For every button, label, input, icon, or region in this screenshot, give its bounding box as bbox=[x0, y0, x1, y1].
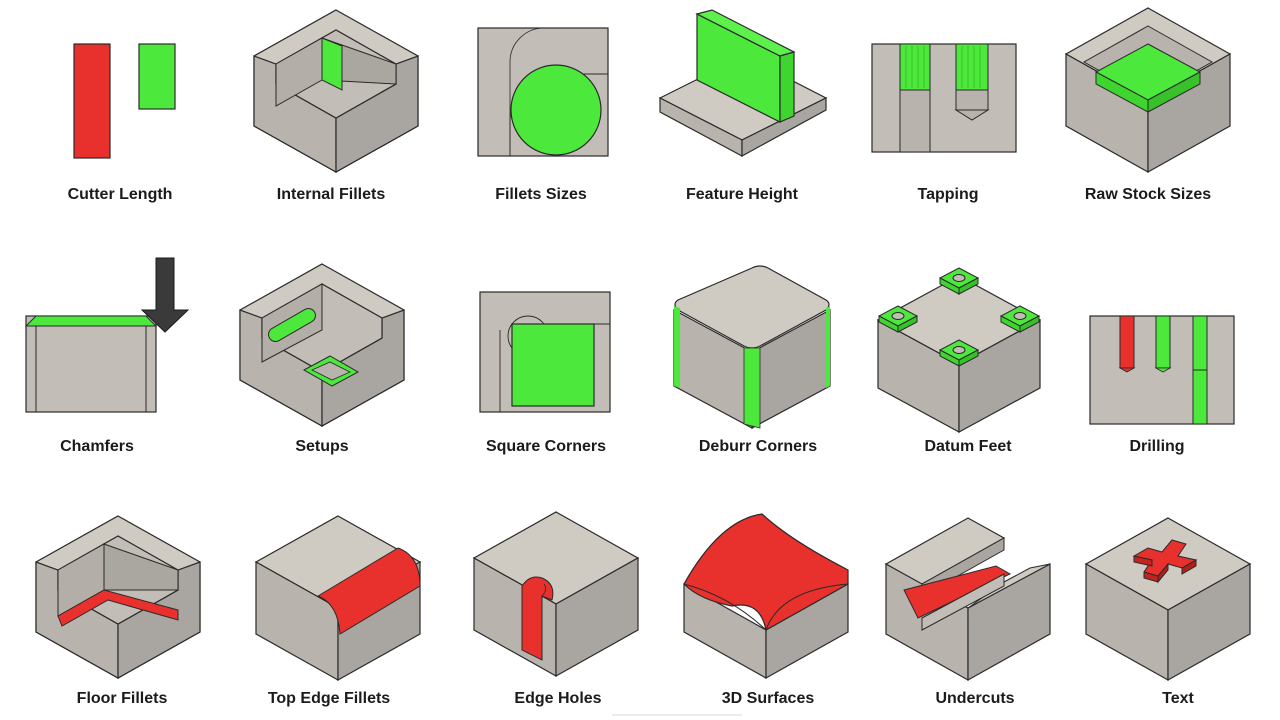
chamfers-icon bbox=[24, 257, 190, 413]
down-arrow-icon bbox=[140, 257, 190, 333]
deburr-corners-icon bbox=[673, 265, 831, 430]
tapping-icon bbox=[871, 43, 1017, 153]
raw-stock-sizes-icon bbox=[1064, 7, 1232, 174]
top-edge-fillets-icon bbox=[254, 515, 422, 682]
feature-label: Text bbox=[1162, 690, 1194, 707]
feature-label: Deburr Corners bbox=[698, 438, 818, 455]
3d-surfaces-icon bbox=[683, 513, 849, 680]
datum-feet-icon bbox=[876, 267, 1042, 434]
feature-label: Square Corners bbox=[485, 438, 607, 455]
feature-label: Fillets Sizes bbox=[495, 186, 587, 203]
drilling-icon bbox=[1089, 315, 1235, 425]
feature-label: Top Edge Fillets bbox=[267, 690, 391, 707]
feature-label: Raw Stock Sizes bbox=[1084, 186, 1212, 203]
feature-label: Drilling bbox=[1129, 438, 1185, 455]
feature-label: Internal Fillets bbox=[276, 186, 386, 203]
feature-label: Floor Fillets bbox=[76, 690, 168, 707]
feature-label: Chamfers bbox=[60, 438, 134, 455]
floor-fillets-icon bbox=[35, 515, 201, 680]
undercuts-icon bbox=[884, 517, 1051, 682]
feature-label: Datum Feet bbox=[924, 438, 1012, 455]
feature-label: Tapping bbox=[917, 186, 979, 203]
internal-fillets-icon bbox=[253, 9, 419, 174]
feature-label: Edge Holes bbox=[514, 690, 602, 707]
feature-label: Feature Height bbox=[685, 186, 799, 203]
setups-icon bbox=[239, 263, 405, 428]
cutter-length-icon bbox=[73, 43, 176, 159]
fillets-sizes-icon bbox=[477, 27, 609, 157]
feature-height-icon bbox=[658, 9, 828, 158]
divider bbox=[612, 714, 742, 716]
square-corners-icon bbox=[479, 291, 611, 413]
feature-label: Setups bbox=[295, 438, 349, 455]
edge-holes-icon bbox=[472, 511, 640, 678]
feature-label: 3D Surfaces bbox=[721, 690, 815, 707]
feature-label: Undercuts bbox=[935, 690, 1015, 707]
feature-label: Cutter Length bbox=[67, 186, 173, 203]
